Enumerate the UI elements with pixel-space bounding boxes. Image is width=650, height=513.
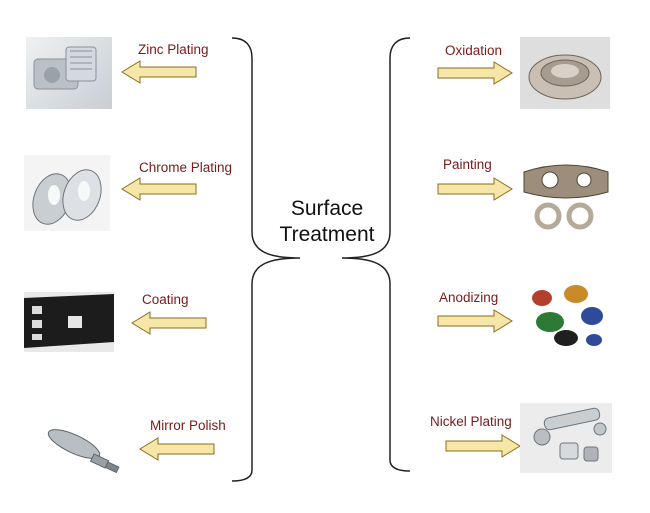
chrome-parts-photo xyxy=(24,155,110,231)
polished-handle-photo xyxy=(38,420,128,482)
label-zinc-plating: Zinc Plating xyxy=(138,42,209,57)
center-title: Surface Treatment xyxy=(262,196,392,248)
label-oxidation: Oxidation xyxy=(445,43,503,58)
arrow-right-icon xyxy=(437,309,513,333)
left-bracket xyxy=(231,37,301,482)
arrow-left-icon xyxy=(139,437,215,461)
label-anodizing: Anodizing xyxy=(439,290,499,305)
arrow-left-icon xyxy=(121,177,197,201)
label-mirror-polish: Mirror Polish xyxy=(150,418,226,433)
painted-bracket-photo xyxy=(520,152,612,232)
label-coating: Coating xyxy=(142,292,189,307)
label-nickel-plating: Nickel Plating xyxy=(430,414,512,429)
label-painting: Painting xyxy=(443,157,492,172)
right-bracket xyxy=(341,37,411,472)
arrow-left-icon xyxy=(121,60,197,84)
arrow-right-icon xyxy=(445,434,521,458)
label-chrome-plating: Chrome Plating xyxy=(139,160,233,175)
elbow-fitting-photo xyxy=(26,37,112,109)
arrow-left-icon xyxy=(131,311,207,335)
arrow-right-icon xyxy=(437,61,513,85)
anodized-bushings-photo xyxy=(520,280,610,352)
arrow-right-icon xyxy=(437,177,513,201)
nickel-fittings-photo xyxy=(520,403,612,473)
center-title-line1: Surface xyxy=(290,197,364,220)
oxidized-disc-photo xyxy=(520,37,610,109)
black-bracket-photo xyxy=(24,292,114,352)
center-title-line2: Treatment xyxy=(279,223,375,246)
